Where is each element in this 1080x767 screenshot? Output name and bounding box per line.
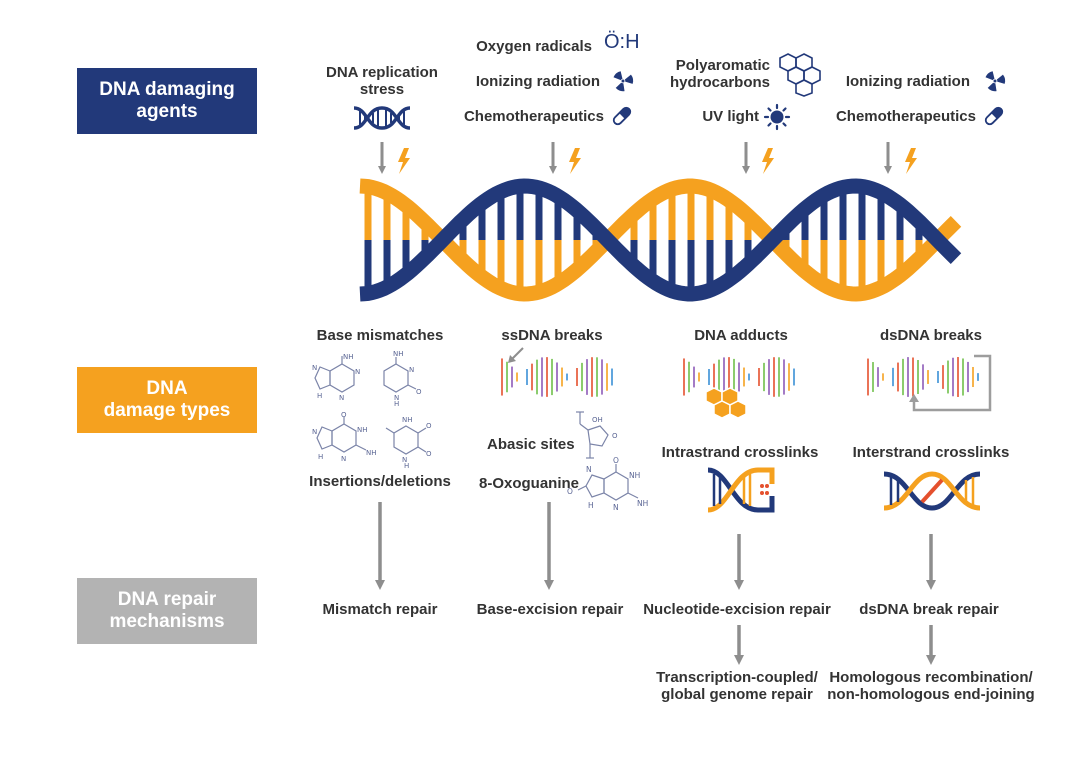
repair-hr-line2: non-homologous end-joining (827, 686, 1035, 703)
sun-icon (763, 103, 791, 131)
thymine-label: H (404, 462, 409, 470)
pill-icon (612, 106, 632, 126)
oxoguanine-label: N (613, 503, 619, 512)
break-pointer-arrow (508, 347, 524, 363)
repair-tc-line2: global genome repair (661, 686, 813, 703)
cytosine-label: N (409, 366, 414, 374)
oxoguanine-label: NH (637, 499, 648, 508)
damage-base-mismatches: Base mismatches (316, 327, 444, 344)
agent-polyaromatic-hydrocarbons: Polyaromatic hydrocarbons (670, 57, 770, 91)
agent-oxygen-radicals: Oxygen radicals (476, 38, 592, 55)
repair-mismatch: Mismatch repair (322, 601, 438, 618)
lightning-bolt-icon (398, 148, 410, 174)
cytosine-label: N (394, 394, 399, 402)
adenine-label: NH (343, 353, 354, 361)
mini-helix-dsdna-break (867, 354, 992, 412)
lightning-bolt-icon (905, 148, 917, 174)
mini-dna-icon (353, 106, 411, 130)
break-bracket-line (912, 354, 992, 412)
thymine-label: NH (402, 416, 413, 424)
row-label-repair-line2: mechanisms (109, 611, 225, 632)
abasic-label: OH (592, 416, 603, 424)
row-label-repair-line1: DNA repair (117, 589, 217, 610)
agent-chemotherapeutics-2: Chemotherapeutics (835, 108, 976, 125)
repair-dsdna-break: dsDNA break repair (859, 601, 999, 618)
guanine-label: N (312, 428, 317, 436)
dna-double-helix (359, 178, 962, 302)
row-label-agents-line1: DNA damaging (99, 79, 235, 100)
cytosine-structure: NH N N H O (383, 350, 422, 408)
radiation-icon (985, 71, 1006, 92)
cytosine-label: NH (393, 350, 404, 358)
guanine-label: NH (357, 426, 368, 434)
guanine-label: H (318, 453, 323, 461)
guanine-label: NH (366, 449, 377, 457)
damage-abasic-sites: Abasic sites (487, 436, 575, 453)
oxoguanine-label: N (586, 465, 592, 474)
adenine-label: N (355, 368, 360, 376)
guanine-label: O (341, 411, 347, 419)
adenine-structure: NH N N N H (312, 353, 360, 402)
row-label-agents-line2: agents (136, 101, 198, 122)
damage-dsdna-breaks: dsDNA breaks (880, 327, 982, 344)
guanine-structure: O N NH NH N H (312, 411, 377, 463)
guanine-label: N (341, 455, 346, 463)
abasic-label: O (612, 432, 618, 440)
adenine-label: H (317, 392, 322, 400)
adduct-hexagons-icon (705, 387, 747, 419)
interstrand-crosslink-icon (883, 471, 981, 511)
oxoguanine-structure: O O N NH NH N H (567, 456, 648, 512)
oxoguanine-label: NH (629, 471, 640, 480)
agent-polyaromatic-line1: Polyaromatic (675, 57, 770, 74)
abasic-sugar-structure: OH O (576, 411, 618, 459)
repair-base-excision: Base-excision repair (476, 601, 624, 618)
row-label-damage-line2: damage types (103, 400, 231, 421)
row-label-damage-line1: DNA (146, 378, 188, 399)
repair-homologous-recombination: Homologous recombination/ non-homologous… (827, 669, 1034, 703)
lightning-bolt-icon (762, 148, 774, 174)
agent-chemotherapeutics-1: Chemotherapeutics (463, 108, 604, 125)
radiation-icon (613, 71, 634, 92)
repair-tc-line1: Transcription-coupled/ (656, 669, 818, 686)
lightning-bolt-icon (569, 148, 581, 174)
damage-dna-adducts: DNA adducts (694, 327, 788, 344)
polyaromatic-hexagons-icon (779, 53, 821, 97)
agent-replication-stress: DNA replication stress (326, 64, 438, 98)
agent-uv-light: UV light (702, 108, 759, 125)
pill-icon (984, 106, 1004, 126)
thymine-label: N (402, 456, 407, 464)
mini-helix-ssdna-break (501, 357, 613, 397)
break-bracket-arrowhead (909, 394, 919, 402)
agent-replication-line1: DNA replication (326, 64, 438, 81)
damage-intrastrand-crosslinks: Intrastrand crosslinks (661, 444, 819, 461)
cytosine-label: O (416, 388, 422, 396)
agent-ionizing-radiation-2: Ionizing radiation (845, 73, 970, 90)
agent-polyaromatic-line2: hydrocarbons (669, 74, 770, 91)
intrastrand-crosslink-icon (707, 467, 775, 513)
thymine-label: O (426, 422, 432, 430)
oxygen-radical-icon: Ö:H (604, 31, 640, 53)
repair-nucleotide-excision: Nucleotide-excision repair (643, 601, 831, 618)
thymine-structure: O NH N H O (385, 416, 432, 470)
oxoguanine-label: H (588, 501, 594, 510)
agent-ionizing-radiation-1: Ionizing radiation (475, 73, 600, 90)
thymine-label: O (426, 450, 432, 458)
adenine-label: N (312, 364, 317, 372)
adenine-label: N (339, 394, 344, 402)
oxoguanine-label: O (613, 456, 619, 465)
agent-replication-line2: stress (359, 81, 405, 98)
oxoguanine-label: O (567, 487, 573, 496)
damage-8-oxoguanine: 8-Oxoguanine (479, 475, 580, 492)
repair-transcription-coupled: Transcription-coupled/ global genome rep… (656, 669, 818, 703)
repair-hr-line1: Homologous recombination/ (829, 669, 1033, 686)
cytosine-label: H (394, 400, 399, 408)
damage-interstrand-crosslinks: Interstrand crosslinks (852, 444, 1010, 461)
damage-ssdna-breaks: ssDNA breaks (501, 327, 603, 344)
damage-insertions-deletions: Insertions/deletions (309, 473, 451, 490)
